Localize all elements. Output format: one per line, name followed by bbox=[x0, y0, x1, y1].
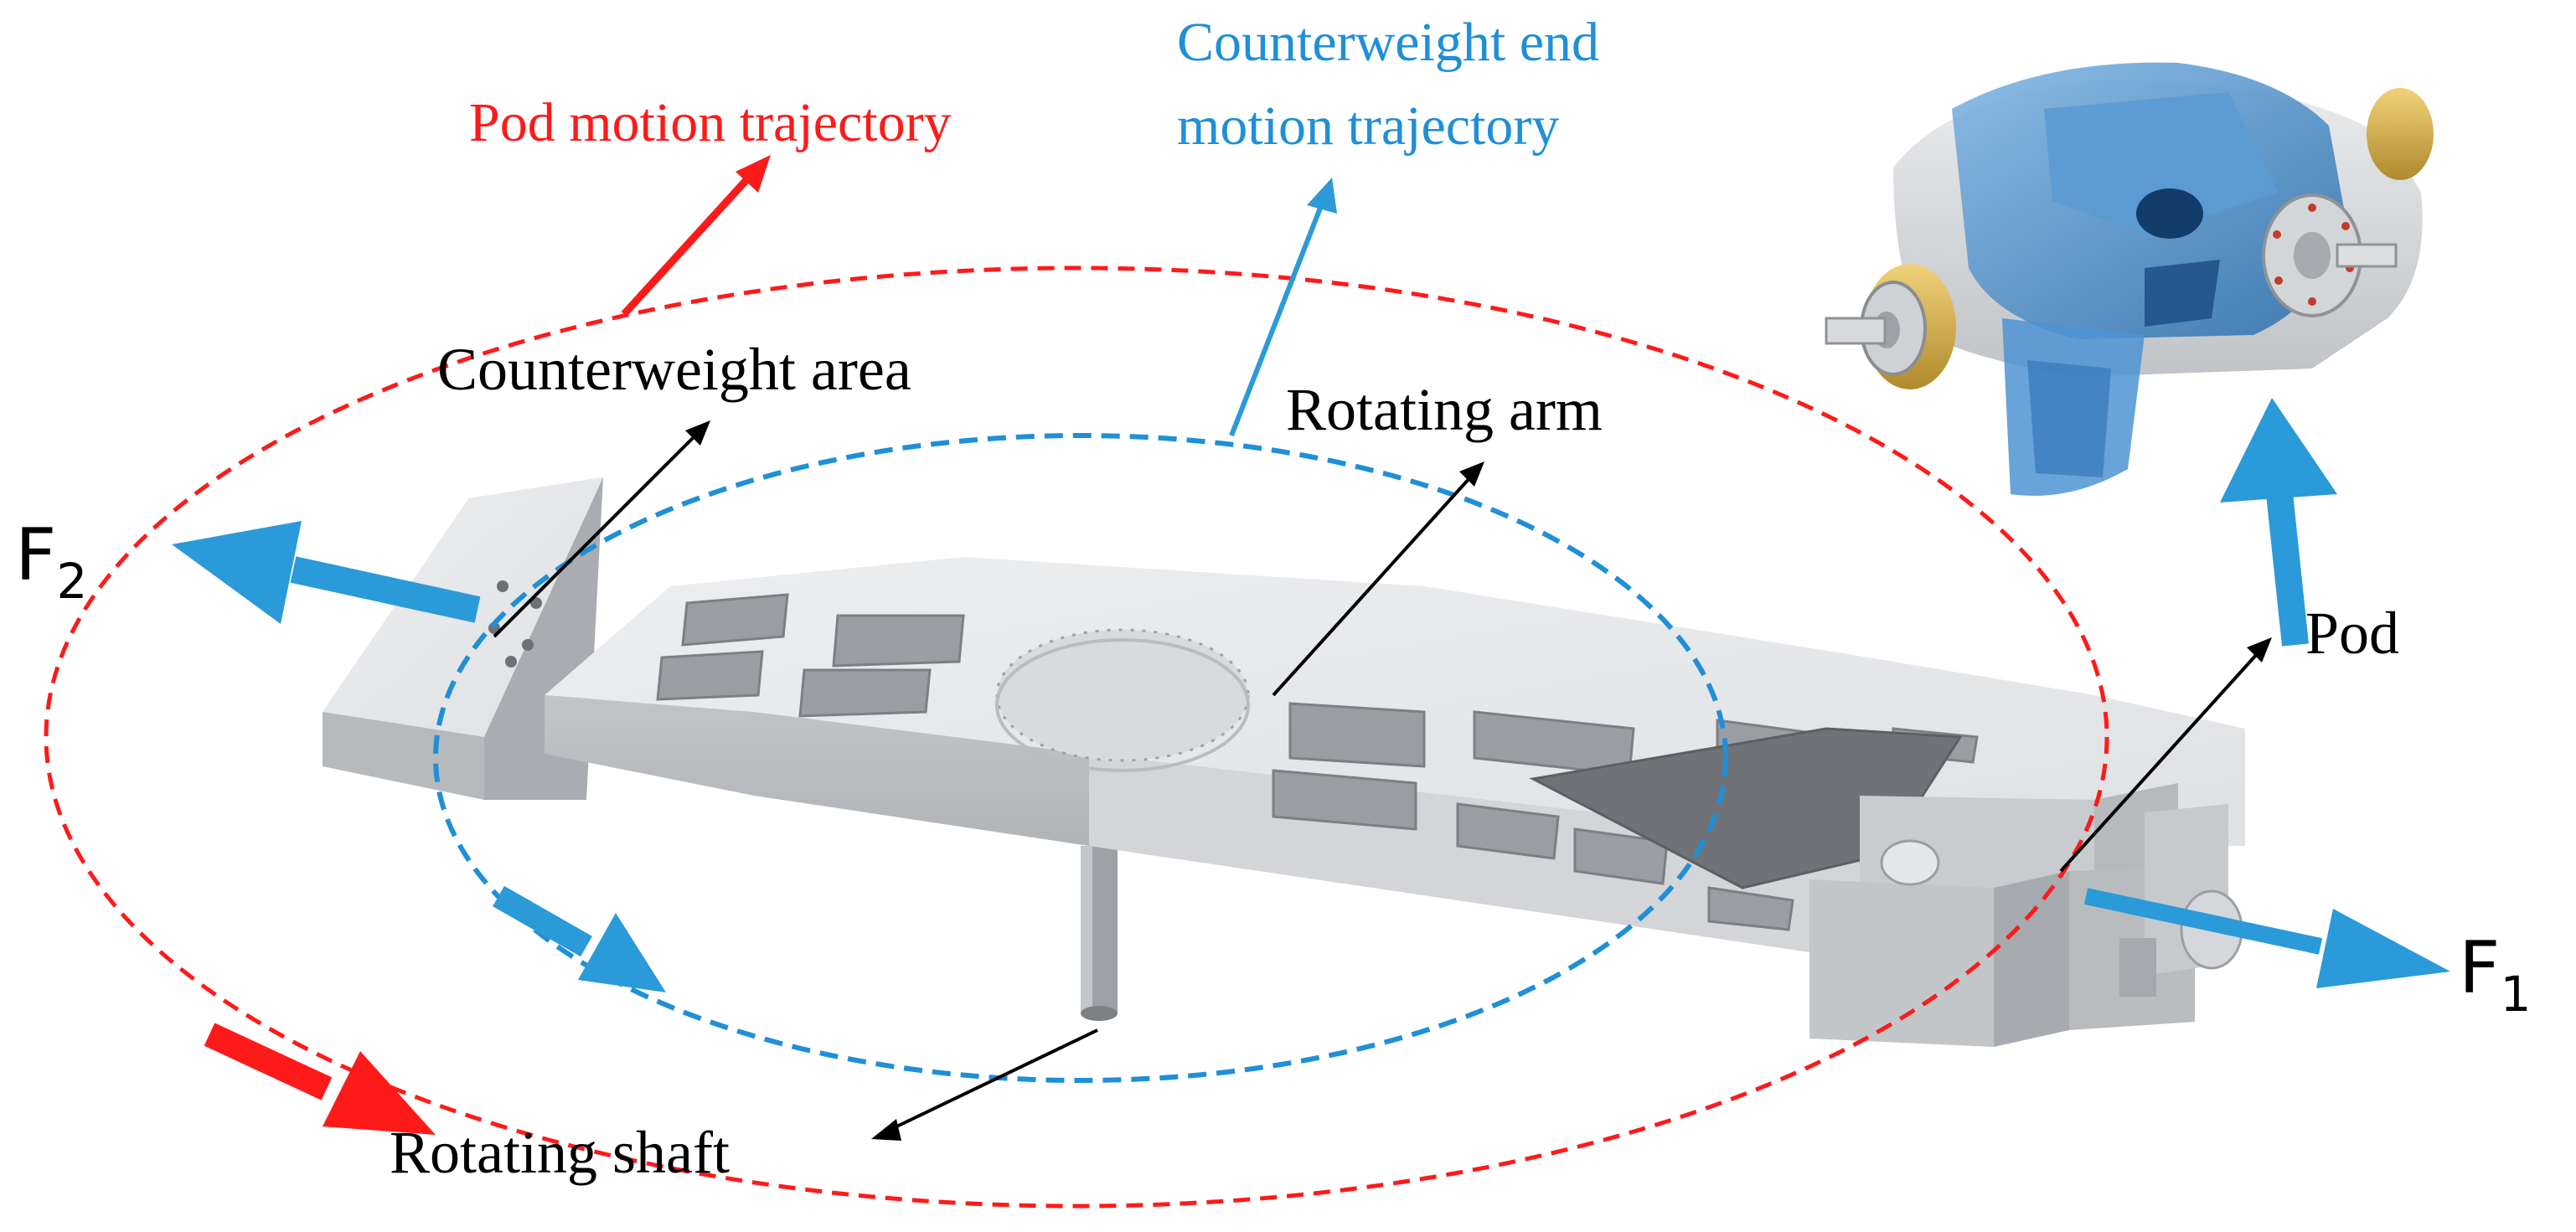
leader-rotating-arm bbox=[1272, 461, 1484, 697]
pod-motion-trajectory-ellipse bbox=[44, 265, 2109, 1209]
rotating-disc bbox=[995, 628, 1250, 762]
counterweight-area-label: Counterweight area bbox=[437, 336, 911, 403]
pod-upward-arrow bbox=[2220, 398, 2337, 647]
leader-counterweight-area bbox=[493, 420, 710, 638]
leader-pod bbox=[2059, 637, 2272, 873]
force-f2-arrow bbox=[172, 521, 481, 624]
force-f1-label: F1 bbox=[2459, 926, 2531, 1023]
counterweight-trajectory-ellipse bbox=[433, 433, 1728, 1083]
force-f2-subscript: 2 bbox=[56, 553, 87, 610]
rotating-shaft-label: Rotating shaft bbox=[390, 1119, 730, 1186]
pod-trajectory-label: Pod motion trajectory bbox=[469, 92, 952, 153]
force-f2-letter: F bbox=[15, 513, 56, 597]
counterweight-bolts bbox=[488, 580, 542, 668]
force-f1-arrow bbox=[2083, 888, 2450, 988]
right-gold-ring bbox=[2367, 88, 2434, 180]
force-f1-subscript: 1 bbox=[2500, 966, 2531, 1023]
rotating-arm-label: Rotating arm bbox=[1286, 376, 1603, 443]
pod-label: Pod bbox=[2305, 600, 2399, 667]
counterweight-trajectory-label-line1: Counterweight end bbox=[1177, 12, 1599, 73]
force-f1-letter: F bbox=[2459, 926, 2500, 1010]
pod-3d-model-icon bbox=[1825, 62, 2434, 496]
pod-trajectory-pointer bbox=[621, 155, 771, 317]
counterweight-direction-arrow bbox=[493, 885, 666, 992]
counterweight-trajectory-pointer bbox=[1229, 178, 1337, 437]
leader-rotating-shaft bbox=[871, 1028, 1098, 1141]
force-f2-label: F2 bbox=[15, 513, 87, 610]
counterweight-trajectory-label-line2: motion trajectory bbox=[1177, 95, 1559, 157]
pod-direction-arrow bbox=[204, 1023, 436, 1135]
